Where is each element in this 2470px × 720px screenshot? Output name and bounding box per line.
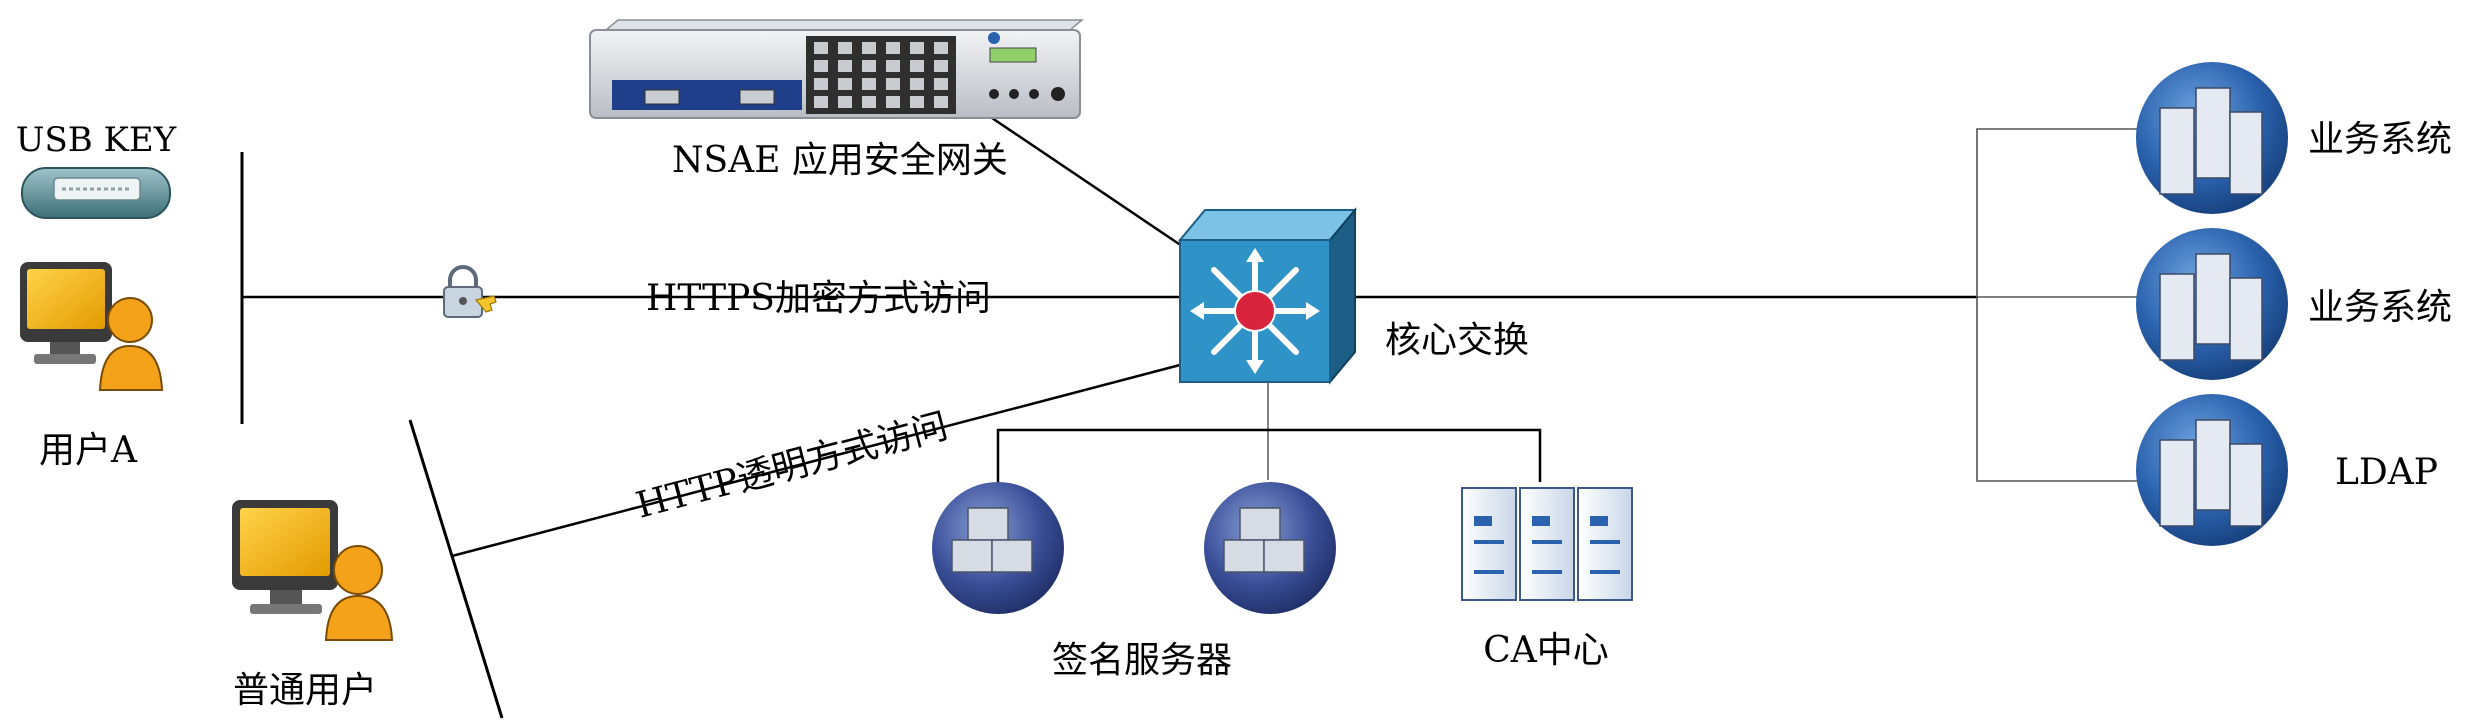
sign-servers-label: 签名服务器	[1052, 640, 1232, 681]
core-switch-label: 核心交换	[1385, 320, 1529, 361]
gateway-link-line	[991, 116, 1183, 248]
http-link-line	[451, 363, 1181, 558]
biz-system-1-icon	[2136, 62, 2288, 214]
normal-user-label: 普通用户	[233, 670, 377, 711]
user-a-label: 用户A	[39, 430, 138, 471]
ca-center-label: CA中心	[1483, 630, 1609, 671]
biz-system-2-label: 业务系统	[2308, 287, 2452, 328]
usb-key-icon	[21, 167, 171, 219]
biz-bracket-line	[1976, 128, 2140, 482]
server-bracket-line	[996, 428, 1542, 482]
https-link-label: HTTPS加密方式访问	[646, 278, 991, 319]
gateway-label: NSAE 应用安全网关	[672, 140, 1008, 181]
normal-user-computer-icon	[232, 500, 394, 641]
user-computer-icon	[20, 262, 164, 391]
lock-icon	[443, 265, 497, 318]
ca-server-rack-icon	[1461, 487, 1633, 601]
connection-lines	[240, 116, 2140, 719]
biz-system-1-label: 业务系统	[2308, 119, 2452, 160]
biz-system-2-icon	[2136, 228, 2288, 380]
normal-user-bus	[408, 419, 504, 719]
switch-icon	[1177, 207, 1358, 385]
gateway-appliance-icon	[589, 19, 1085, 119]
http-link-label: HTTP透明方式访问	[632, 406, 952, 527]
sign-server-2-icon	[1204, 482, 1336, 614]
ldap-label: LDAP	[2335, 452, 2438, 493]
ldap-server-icon	[2136, 394, 2288, 546]
usb-key-label: USB KEY	[16, 120, 177, 160]
sign-server-1-icon	[932, 482, 1064, 614]
